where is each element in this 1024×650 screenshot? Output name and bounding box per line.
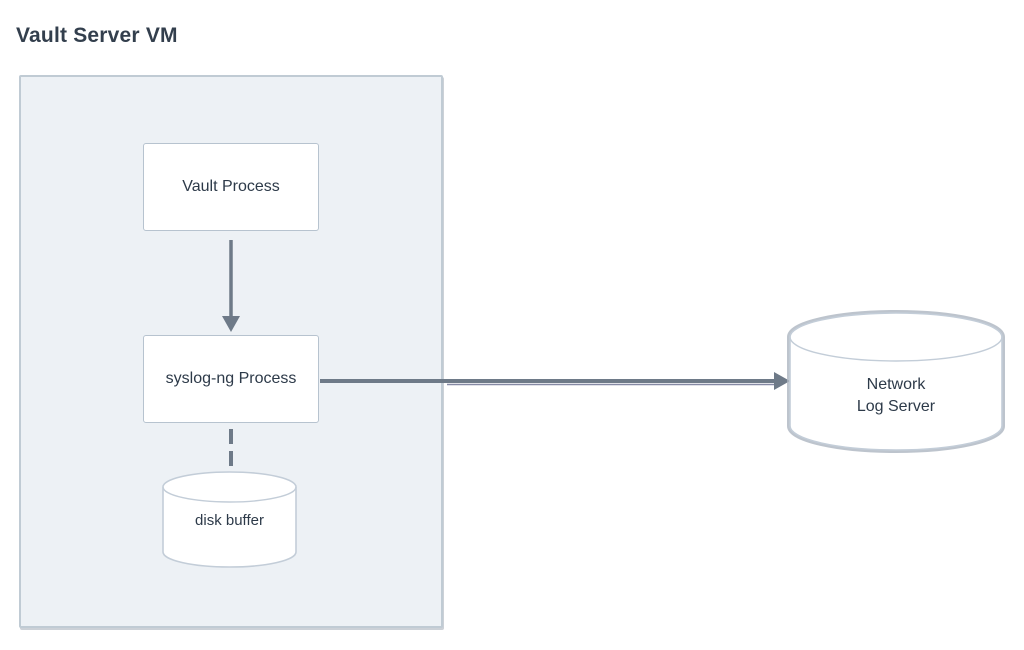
node-vault-process: Vault Process	[143, 143, 319, 231]
network-log-server-line2: Log Server	[856, 398, 936, 415]
diagram-title: Vault Server VM	[16, 24, 178, 47]
network-cylinder-rim	[789, 336, 1003, 362]
node-vault-process-label: Vault Process	[182, 178, 280, 195]
node-syslog-ng-process: syslog-ng Process	[143, 335, 319, 423]
node-syslog-ng-process-label: syslog-ng Process	[165, 370, 297, 387]
network-log-server-line1: Network	[866, 376, 926, 393]
network-cylinder	[789, 312, 1003, 451]
network-cylinder-halo	[787, 310, 1005, 453]
arrowhead-syslog-to-network	[774, 372, 790, 390]
node-network-log-server-shape	[787, 310, 1005, 453]
node-network-log-server-label: Network Log Server	[790, 372, 1002, 420]
